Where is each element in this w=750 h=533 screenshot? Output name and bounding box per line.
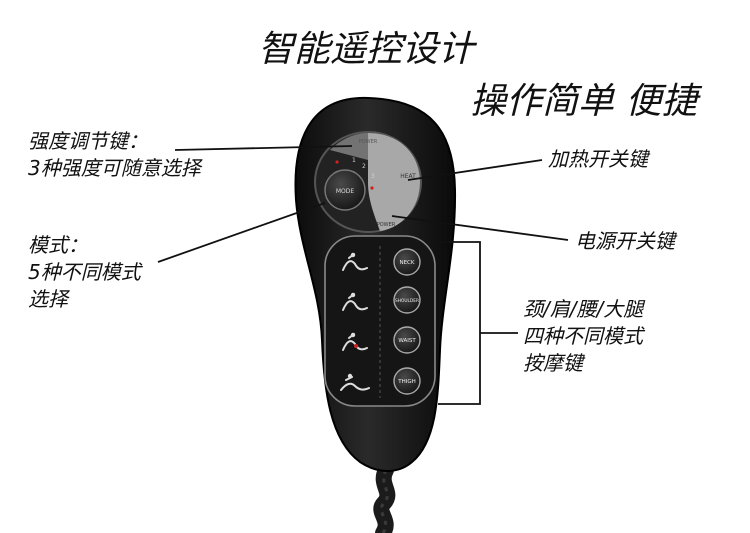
level-mark-1: 1 (352, 157, 356, 164)
waist-button[interactable] (393, 326, 421, 354)
massage-keys-annotation: 颈/肩/腰/大腿 四种不同模式 按摩键 (523, 296, 643, 377)
massage-bracket (438, 241, 518, 405)
waist-button-label: WAIST (398, 338, 416, 344)
massage-keys-line-2: 四种不同模式 (523, 324, 643, 348)
level-led-1 (335, 160, 339, 164)
mode-title: 模式： (28, 233, 88, 257)
mode-button[interactable] (324, 169, 366, 211)
heat-power-panel (368, 133, 420, 231)
mode-desc-2: 选择 (28, 287, 68, 311)
level-mark-3: 3 (371, 173, 375, 180)
mode-leader-line (157, 202, 326, 263)
power-leader-line (391, 215, 569, 241)
power-button-label: POWER (377, 222, 396, 228)
neck-button-row: NECK (342, 248, 421, 276)
heat-button[interactable] (392, 166, 420, 188)
page-title: 智能遥控设计 (258, 29, 475, 70)
intensity-key-annotation: 强度调节键： 3种强度可随意选择 (28, 128, 201, 182)
waist-button-row: WAIST (342, 326, 421, 354)
thigh-button-row: THIGH (340, 367, 421, 395)
thigh-button[interactable] (393, 367, 421, 395)
shoulder-button-label: SHOULDER (395, 298, 419, 304)
intensity-leader-line (174, 145, 353, 151)
shoulder-button[interactable] (393, 286, 421, 314)
level-led-2 (370, 186, 374, 190)
mode-annotation: 模式： 5种不同模式 选择 (28, 232, 141, 313)
mode-desc-1: 5种不同模式 (28, 260, 141, 284)
heat-leader-line (407, 159, 543, 181)
power-button[interactable] (370, 212, 404, 232)
power-key-annotation: 电源开关键 (575, 229, 675, 253)
heat-button-label: HEAT (400, 173, 416, 180)
massage-keys-line-3: 按摩键 (523, 351, 583, 375)
intensity-key-title: 强度调节键： (28, 129, 148, 153)
shoulder-button-row: SHOULDER (342, 286, 421, 314)
mode-button-label: MODE (336, 188, 355, 195)
level-mark-2: 2 (362, 163, 366, 170)
thigh-button-label: THIGH (397, 379, 416, 385)
heat-key-annotation: 加热开关键 (548, 147, 648, 171)
top-panel-label: POWER (359, 139, 378, 145)
page-subtitle: 操作简单 便捷 (470, 81, 698, 122)
intensity-key-desc: 3种强度可随意选择 (28, 156, 201, 180)
massage-keys-line-1: 颈/肩/腰/大腿 (523, 297, 644, 321)
neck-button[interactable] (393, 248, 421, 276)
neck-button-label: NECK (399, 260, 414, 266)
